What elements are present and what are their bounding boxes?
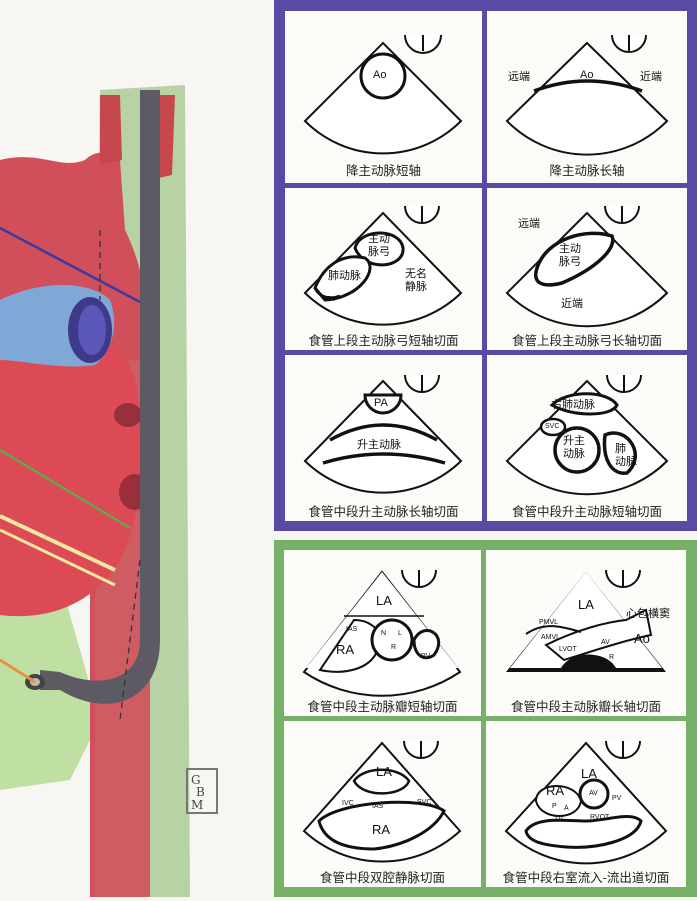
label-av: AV xyxy=(601,639,610,647)
echo-sector-diagram xyxy=(487,11,687,183)
label-ao: Ao xyxy=(634,632,650,647)
label-r: R xyxy=(391,644,396,652)
caption: 食管上段主动脉弓短轴切面 xyxy=(285,330,482,349)
blue-views-group: Ao 降主动脉短轴 Ao 远端 近端 降主动脉长轴 主动 脉弓 肺动脉 无名 静… xyxy=(274,0,697,531)
label-p: P xyxy=(552,803,557,811)
label-ao: Ao xyxy=(373,69,386,82)
heart-esophagus-illustration xyxy=(0,0,275,897)
anatomy-drawing xyxy=(0,0,275,897)
label-la: LA xyxy=(376,594,392,609)
label-distal: 远端 xyxy=(518,218,540,231)
label-ias: IAS xyxy=(346,626,357,634)
echo-sector-diagram xyxy=(285,11,482,183)
echo-sector-diagram xyxy=(486,721,686,887)
label-r: R xyxy=(609,654,614,662)
label-a: A xyxy=(564,805,569,813)
label-pmvl: PMVL xyxy=(539,619,558,627)
label-pv: PV xyxy=(327,296,336,304)
label-la: LA xyxy=(578,598,594,613)
label-tv: TV xyxy=(554,816,563,824)
panel-desc-aorta-lax: Ao 远端 近端 降主动脉长轴 xyxy=(487,11,687,183)
panel-desc-aorta-sax: Ao 降主动脉短轴 xyxy=(285,11,482,183)
label-rvot: RVOT xyxy=(590,814,609,822)
echo-sector-diagram xyxy=(487,355,687,521)
caption: 降主动脉长轴 xyxy=(487,160,687,179)
label-arch: 主动 脉弓 xyxy=(368,233,390,258)
label-svc: SVC xyxy=(545,423,559,431)
label-ra: RA xyxy=(336,643,354,658)
svg-text:B: B xyxy=(196,785,205,799)
stamp-monogram: G B M xyxy=(188,770,216,812)
green-views-group: LA IAS RA N L R PV 食管中段主动脉瓣短轴切面 LA 心包横窦 … xyxy=(274,540,697,897)
label-svc: SVC xyxy=(417,799,431,807)
label-ascending-aorta: 升主动脉 xyxy=(357,439,401,452)
label-ivc: IVC xyxy=(342,800,354,808)
label-pulmonary-artery: 肺 动脉 xyxy=(615,443,637,468)
caption: 食管中段主动脉瓣长轴切面 xyxy=(486,696,686,715)
panel-mid-rv-inflow-outflow: LA RA P A TV AV PV RVOT 食管中段右室流入-流出道切面 xyxy=(486,721,686,887)
label-ao: Ao xyxy=(580,69,593,82)
label-pericardial-sinus: 心包横窦 xyxy=(626,608,670,621)
label-n: N xyxy=(381,630,386,638)
label-ra: RA xyxy=(546,784,564,799)
caption: 食管中段主动脉瓣短轴切面 xyxy=(284,696,481,715)
label-ra: RA xyxy=(372,823,390,838)
label-la: LA xyxy=(581,767,597,782)
label-arch: 主动 脉弓 xyxy=(559,243,581,268)
label-pv: PV xyxy=(612,795,621,803)
label-innominate-vein: 无名 静脉 xyxy=(405,268,427,293)
label-pv: PV xyxy=(421,653,430,661)
label-ascending-aorta: 升主 动脉 xyxy=(563,435,585,460)
echo-sector-diagram xyxy=(285,188,482,350)
label-lvot: LVOT xyxy=(559,646,577,654)
label-right-pulmonary-artery: 右肺动脉 xyxy=(551,399,595,412)
label-proximal: 近端 xyxy=(561,298,583,311)
caption: 降主动脉短轴 xyxy=(285,160,482,179)
panel-upper-arch-sax: 主动 脉弓 肺动脉 无名 静脉 PV 食管上段主动脉弓短轴切面 xyxy=(285,188,482,350)
label-distal: 远端 xyxy=(508,71,530,84)
echo-sector-diagram xyxy=(487,188,687,350)
label-pulmonary-artery: 肺动脉 xyxy=(328,270,361,283)
label-amvl: AMVL xyxy=(541,634,560,642)
caption: 食管中段右室流入-流出道切面 xyxy=(486,867,686,886)
artist-signature-stamp: G B M xyxy=(186,768,218,814)
panel-mid-av-sax: LA IAS RA N L R PV 食管中段主动脉瓣短轴切面 xyxy=(284,550,481,716)
svg-text:M: M xyxy=(191,798,203,812)
label-l: L xyxy=(398,630,402,638)
panel-mid-asc-aorta-sax: 右肺动脉 SVC 升主 动脉 肺 动脉 食管中段升主动脉短轴切面 xyxy=(487,355,687,521)
caption: 食管上段主动脉弓长轴切面 xyxy=(487,330,687,349)
panel-mid-asc-aorta-lax: PA 升主动脉 食管中段升主动脉长轴切面 xyxy=(285,355,482,521)
echo-sector-diagram xyxy=(486,550,686,716)
label-la: LA xyxy=(376,765,392,780)
caption: 食管中段双腔静脉切面 xyxy=(284,867,481,886)
panel-mid-av-lax: LA 心包横窦 PMVL AMVL LVOT AV Ao R RV 食管中段主动… xyxy=(486,550,686,716)
label-av: AV xyxy=(589,790,598,798)
label-rv: RV xyxy=(578,672,596,687)
label-pa: PA xyxy=(374,397,388,410)
caption: 食管中段升主动脉长轴切面 xyxy=(285,501,482,520)
label-proximal: 近端 xyxy=(640,71,662,84)
label-ias: IAS xyxy=(372,803,383,811)
panel-mid-bicaval: LA IVC IAS SVC RA 食管中段双腔静脉切面 xyxy=(284,721,481,887)
caption: 食管中段升主动脉短轴切面 xyxy=(487,501,687,520)
panel-upper-arch-lax: 远端 主动 脉弓 近端 食管上段主动脉弓长轴切面 xyxy=(487,188,687,350)
